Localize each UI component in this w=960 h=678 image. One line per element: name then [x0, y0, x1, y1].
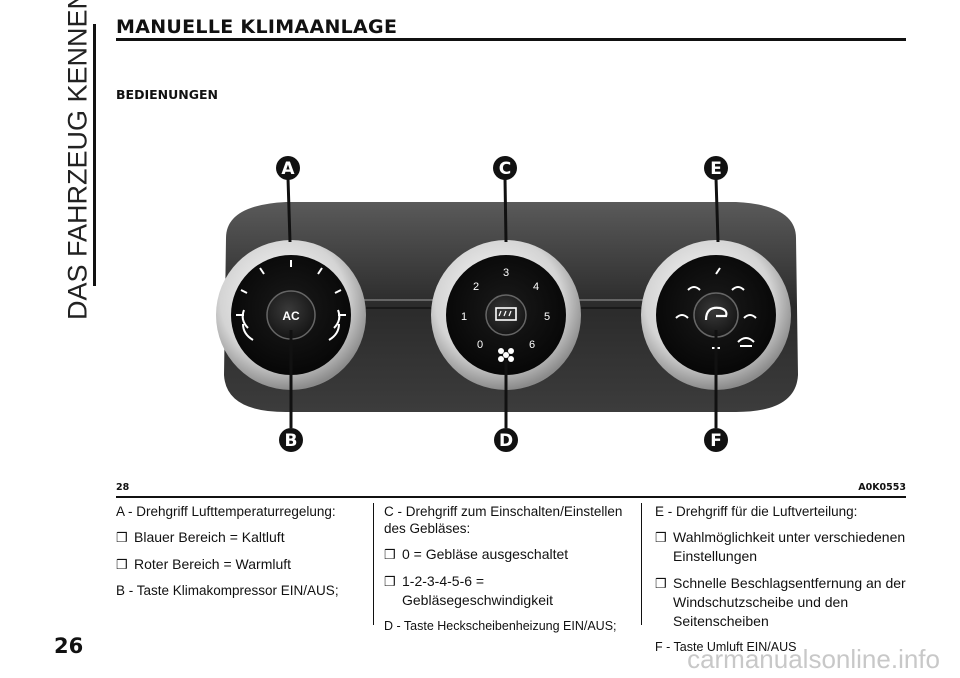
- figure-divider: [116, 496, 906, 498]
- checkbox-bullet-icon: ❒: [384, 547, 396, 562]
- callout-b: B: [285, 431, 298, 451]
- recirculation-icon: [704, 306, 728, 321]
- legend-b: B - Taste Klimakompressor EIN/AUS;: [116, 583, 339, 598]
- fan-icon: [498, 348, 514, 362]
- legend-column-middle: C - Drehgriff zum Einschalten/Einstellen…: [384, 503, 634, 643]
- column-separator: [373, 503, 374, 625]
- fan-scale-0: 0: [477, 339, 483, 351]
- fan-scale-4: 4: [533, 281, 539, 293]
- legend-c: C - Drehgriff zum Einschalten/Einstellen…: [384, 504, 623, 536]
- checkbox-bullet-icon: ❒: [116, 557, 128, 572]
- callout-d: D: [499, 431, 513, 451]
- legend-d: D - Taste Heckscheibenheizung EIN/AUS;: [384, 619, 617, 633]
- air-distribution-knob: [641, 240, 791, 390]
- page-number: 26: [54, 634, 84, 658]
- fan-scale-3: 3: [503, 267, 509, 279]
- legend-c-bullet-2: ❒1-2-3-4-5-6 = Gebläsegeschwindigkeit: [384, 573, 553, 608]
- legend-a: A - Drehgriff Lufttemperaturregelung:: [116, 504, 336, 519]
- legend-c-bullet-1: ❒0 = Gebläse ausgeschaltet: [384, 546, 569, 562]
- callout-a: A: [281, 159, 295, 179]
- figure-number: 28: [116, 482, 130, 493]
- page-title: MANUELLE KLIMAANLAGE: [116, 16, 398, 38]
- side-tab-label: DAS FAHRZEUG KENNEN: [62, 0, 93, 321]
- checkbox-bullet-icon: ❒: [116, 530, 128, 545]
- fan-scale-1: 1: [461, 311, 467, 323]
- legend-e: E - Drehgriff für die Luftverteilung:: [655, 504, 858, 519]
- watermark: carmanualsonline.info: [687, 644, 940, 674]
- fan-scale-6: 6: [529, 339, 535, 351]
- callout-f: F: [710, 431, 722, 451]
- section-subtitle: BEDIENUNGEN: [116, 87, 218, 102]
- checkbox-bullet-icon: ❒: [655, 576, 667, 591]
- legend-e-bullet-1: ❒Wahlmöglichkeit unter verschiedenen Ein…: [655, 529, 906, 564]
- checkbox-bullet-icon: ❒: [384, 574, 396, 589]
- fan-scale-2: 2: [473, 281, 479, 293]
- ac-button-label: AC: [282, 309, 300, 323]
- legend-column-left: A - Drehgriff Lufttemperaturregelung: ❒B…: [116, 503, 366, 607]
- legend-f: F - Taste Umluft EIN/AUS: [655, 640, 797, 654]
- climate-control-illustration: AC 0 1 2 3 4 5 6: [216, 156, 798, 452]
- title-divider: [116, 38, 906, 41]
- side-tab-rule: [93, 24, 96, 286]
- fan-scale-5: 5: [544, 311, 550, 323]
- legend-e-bullet-2: ❒Schnelle Beschlagsentfernung an der Win…: [655, 575, 906, 629]
- callout-e: E: [710, 159, 722, 179]
- legend-a-bullet-2: ❒Roter Bereich = Warmluft: [116, 556, 292, 572]
- temperature-knob: AC: [216, 240, 366, 390]
- fan-speed-knob: 0 1 2 3 4 5 6: [431, 240, 581, 390]
- legend-a-bullet-1: ❒Blauer Bereich = Kaltluft: [116, 529, 285, 545]
- callout-c: C: [499, 159, 511, 179]
- checkbox-bullet-icon: ❒: [655, 530, 667, 545]
- figure-code: A0K0553: [858, 482, 906, 493]
- legend-column-right: E - Drehgriff für die Luftverteilung: ❒W…: [655, 503, 907, 664]
- column-separator: [641, 503, 642, 625]
